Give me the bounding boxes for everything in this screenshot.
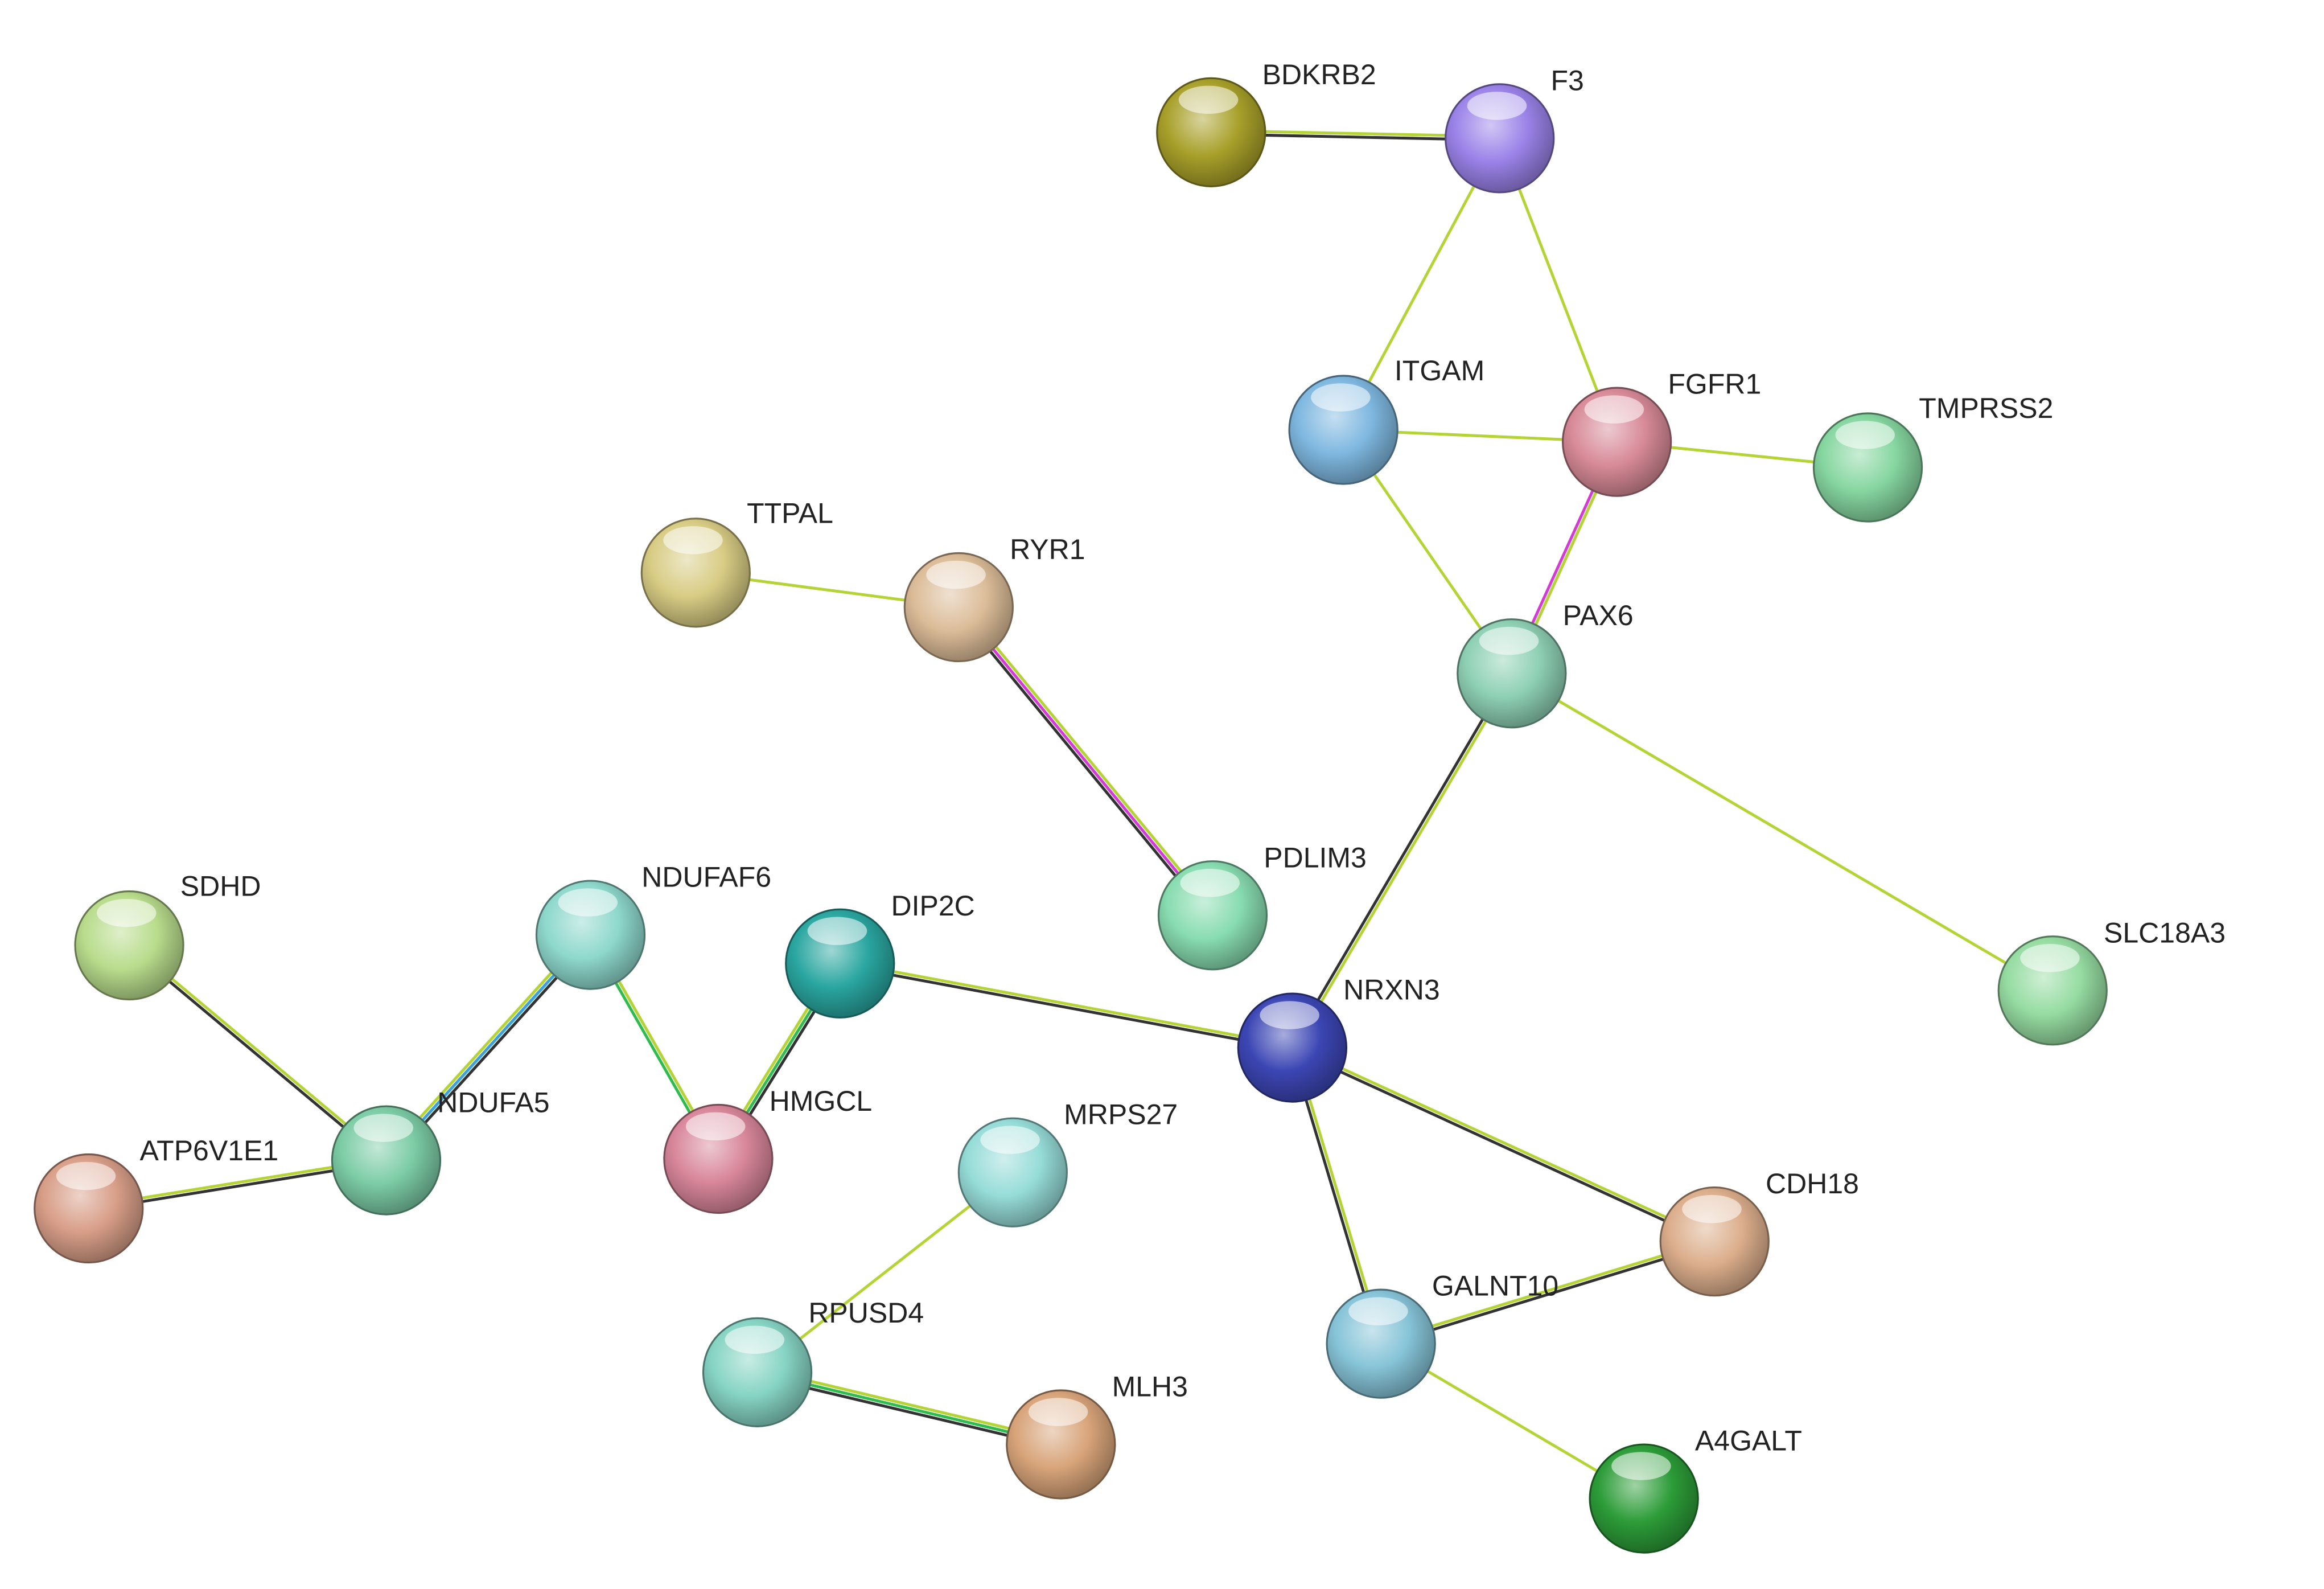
node-sdhd[interactable]: SDHD [74, 870, 261, 1001]
edges-layer [87, 129, 2054, 1500]
node-slc18a3[interactable]: SLC18A3 [1997, 917, 2226, 1046]
node-label: GALNT10 [1432, 1270, 1558, 1302]
node-atp6v1e1[interactable]: ATP6V1E1 [34, 1135, 279, 1264]
node-label: CDH18 [1766, 1168, 1859, 1200]
node-label: SLC18A3 [2104, 917, 2226, 949]
edge-line [838, 963, 1294, 1051]
node-dip2c[interactable]: DIP2C [785, 890, 975, 1019]
node-galnt10[interactable]: GALNT10 [1326, 1270, 1558, 1399]
node-gloss-highlight [1479, 626, 1539, 655]
edge-line [960, 603, 1217, 915]
node-label: F3 [1550, 64, 1583, 96]
node-gloss-highlight [558, 888, 618, 917]
node-pax6[interactable]: PAX6 [1457, 600, 1634, 729]
node-nrxn3[interactable]: NRXN3 [1237, 974, 1440, 1103]
node-ndufaf6[interactable]: NDUFAF6 [535, 861, 771, 990]
node-label: RYR1 [1010, 533, 1085, 565]
node-hmgcl[interactable]: HMGCL [663, 1085, 873, 1214]
edge-line [129, 942, 389, 1161]
node-gloss-highlight [1311, 383, 1371, 412]
node-gloss-highlight [1584, 395, 1644, 424]
node-ttpal[interactable]: TTPAL [640, 498, 833, 628]
node-gloss-highlight [663, 526, 723, 555]
node-gloss-highlight [807, 917, 867, 945]
node-tmprss2[interactable]: TMPRSS2 [1812, 392, 2053, 523]
node-label: NDUFAF6 [641, 861, 771, 893]
edge-line [838, 960, 1294, 1048]
node-pdlim3[interactable]: PDLIM3 [1157, 841, 1367, 971]
node-label: TMPRSS2 [1919, 392, 2053, 424]
edge-line [126, 945, 386, 1164]
node-a4galt[interactable]: A4GALT [1589, 1425, 1802, 1554]
node-gloss-highlight [1260, 1001, 1319, 1029]
node-label: NRXN3 [1343, 974, 1439, 1006]
edge-line [1289, 671, 1512, 1048]
edge-line [1292, 672, 1515, 1050]
node-gloss-highlight [56, 1161, 116, 1190]
node-label: BDKRB2 [1262, 59, 1376, 91]
node-label: ATP6V1E1 [140, 1135, 279, 1167]
node-label: PDLIM3 [1264, 841, 1367, 873]
node-f3[interactable]: F3 [1445, 64, 1584, 194]
node-label: MRPS27 [1064, 1099, 1178, 1131]
edge-line [1342, 137, 1502, 432]
node-gloss-highlight [1611, 1452, 1671, 1480]
edge-line [1291, 1044, 1717, 1242]
node-label: NDUFA5 [437, 1087, 549, 1119]
node-rpusd4[interactable]: RPUSD4 [702, 1297, 924, 1427]
edge-SDHD-NDUFA5 [126, 942, 389, 1164]
node-gloss-highlight [980, 1126, 1040, 1154]
edge-DIP2C-NRXN3 [838, 960, 1294, 1051]
edge-line [1510, 672, 2054, 992]
node-gloss-highlight [1467, 92, 1527, 120]
node-label: A4GALT [1695, 1425, 1802, 1457]
node-gloss-highlight [725, 1325, 785, 1354]
node-label: ITGAM [1395, 355, 1484, 387]
edge-line [1380, 1242, 1717, 1347]
edge-NRXN3-CDH18 [1290, 1044, 1717, 1245]
node-label: FGFR1 [1668, 368, 1761, 400]
edge-line [1379, 1238, 1716, 1344]
node-gloss-highlight [1178, 85, 1239, 114]
node-label: SDHD [180, 870, 261, 902]
edge-F3-ITGAM [1342, 137, 1502, 432]
node-gloss-highlight [2020, 944, 2080, 972]
edge-line [957, 606, 1214, 917]
node-label: MLH3 [1112, 1371, 1188, 1403]
node-gloss-highlight [1348, 1297, 1408, 1325]
node-gloss-highlight [97, 898, 157, 927]
edge-PAX6-NRXN3 [1289, 671, 1515, 1050]
node-gloss-highlight [926, 560, 986, 589]
edge-line [1290, 1048, 1716, 1245]
node-label: TTPAL [747, 498, 833, 529]
node-label: RPUSD4 [808, 1297, 924, 1329]
node-bdkrb2[interactable]: BDKRB2 [1156, 59, 1376, 187]
node-cdh18[interactable]: CDH18 [1659, 1168, 1859, 1297]
node-gloss-highlight [1180, 869, 1240, 897]
node-mlh3[interactable]: MLH3 [1006, 1371, 1188, 1500]
node-fgfr1[interactable]: FGFR1 [1562, 368, 1762, 497]
node-gloss-highlight [1835, 421, 1895, 449]
edge-line [954, 608, 1212, 919]
edge-RYR1-PDLIM3 [954, 603, 1217, 919]
node-ndufa5[interactable]: NDUFA5 [331, 1087, 550, 1216]
node-gloss-highlight [1682, 1194, 1742, 1223]
edge-PAX6-SLC18A3 [1510, 672, 2054, 992]
node-label: DIP2C [891, 890, 975, 922]
node-label: HMGCL [770, 1085, 873, 1117]
edge-GALNT10-CDH18 [1379, 1238, 1717, 1347]
node-gloss-highlight [353, 1114, 414, 1142]
node-itgam[interactable]: ITGAM [1288, 355, 1484, 485]
node-ryr1[interactable]: RYR1 [903, 533, 1085, 663]
node-mrps27[interactable]: MRPS27 [957, 1099, 1178, 1227]
node-label: PAX6 [1563, 600, 1634, 631]
node-gloss-highlight [1028, 1398, 1088, 1426]
node-gloss-highlight [685, 1112, 746, 1141]
